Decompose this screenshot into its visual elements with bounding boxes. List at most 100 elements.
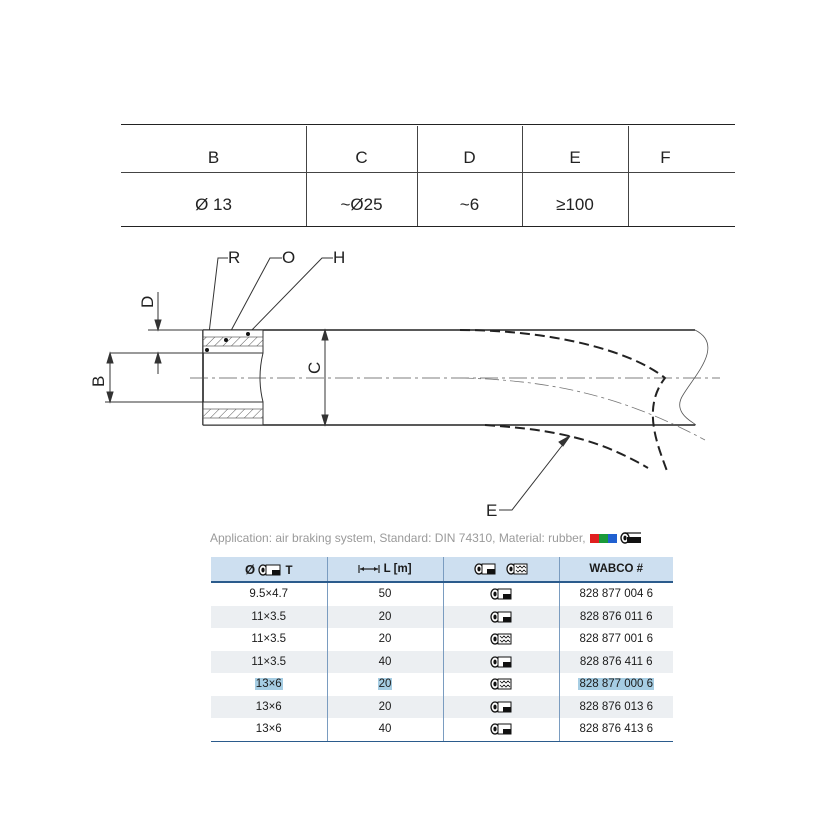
- table-bottom-rule: [121, 226, 735, 227]
- size-cell: 9.5×4.7: [211, 582, 327, 606]
- smooth-hose-icon: [490, 611, 512, 623]
- hose-wall-section: [202, 329, 264, 426]
- table-divider: [306, 126, 307, 226]
- value-b: Ø 13: [195, 195, 232, 214]
- length-cell: 50: [326, 582, 443, 606]
- table-top-rule: [121, 124, 735, 125]
- hose-outline: [202, 329, 695, 426]
- length-cell: 20: [326, 673, 443, 696]
- smooth-hose-icon: [490, 701, 512, 713]
- label-h: H: [333, 248, 345, 267]
- dimension-c: [321, 328, 329, 427]
- dimension-b: [105, 351, 203, 404]
- size-cell-text: 11×3.5: [251, 655, 287, 668]
- table-divider: [522, 126, 523, 226]
- value-e: ≥100: [556, 195, 594, 214]
- table-row: 11×3.5 20 828 876 011 6: [211, 605, 673, 628]
- dimension-d: [110, 292, 203, 374]
- wabco-cell: 828 877 000 6: [558, 673, 673, 696]
- column-header-diameter-label: T: [285, 564, 293, 577]
- length-cell: 20: [326, 605, 443, 628]
- label-o: O: [282, 248, 295, 267]
- length-cell-text: 40: [378, 723, 392, 736]
- table-divider: [417, 126, 418, 226]
- wabco-cell-text: 828 876 011 6: [579, 610, 653, 623]
- header-e: E: [569, 148, 581, 167]
- column-header-wabco: WABCO #: [558, 557, 673, 583]
- type-cell: [442, 673, 559, 696]
- length-cell-text: 20: [378, 700, 392, 713]
- size-cell-text: 11×3.5: [251, 633, 287, 646]
- size-cell: 13×6: [211, 673, 327, 696]
- type-cell: [442, 582, 559, 606]
- type-cell: [442, 628, 559, 651]
- length-arrow-icon: [358, 564, 381, 573]
- label-e: E: [486, 501, 497, 520]
- length-cell-text: 50: [378, 588, 392, 601]
- parts-table: Ø T L [m]: [211, 557, 673, 742]
- wabco-cell-text: 828 876 413 6: [579, 723, 654, 736]
- label-r: R: [228, 248, 240, 267]
- wabco-cell-text: 828 877 004 6: [579, 588, 654, 601]
- size-cell: 11×3.5: [211, 650, 327, 673]
- table-row: 9.5×4.7 50 828 877 004 6: [211, 582, 673, 606]
- smooth-hose-icon: [490, 723, 512, 735]
- column-header-length: L [m]: [326, 557, 443, 583]
- column-header-length-label: L [m]: [383, 563, 412, 575]
- braided-hose-icon: [490, 678, 512, 690]
- length-cell-text: 20: [378, 633, 392, 646]
- wabco-cell: 828 876 013 6: [558, 695, 673, 718]
- length-cell-text: 40: [378, 655, 392, 668]
- wabco-cell: 828 876 413 6: [558, 718, 673, 742]
- table-row: 11×3.5 40 828 876 411 6: [211, 650, 673, 673]
- size-cell-text: 13×6: [255, 723, 282, 736]
- type-cell: [442, 650, 559, 673]
- label-d: D: [138, 296, 157, 308]
- wabco-cell: 828 876 011 6: [558, 605, 673, 628]
- type-cell: [442, 695, 559, 718]
- diameter-hose-icon: [258, 564, 281, 577]
- parts-header-row: Ø T L [m]: [211, 557, 673, 583]
- hose-drawing: R O H D: [89, 248, 720, 520]
- column-header-diameter: Ø T: [211, 557, 327, 583]
- wabco-cell: 828 877 001 6: [558, 628, 673, 651]
- value-c: ~Ø25: [340, 195, 383, 214]
- table-row: 13×6 20 828 877 000 6: [211, 673, 673, 696]
- application-line: Application: air braking system, Standar…: [210, 531, 642, 545]
- header-b: B: [207, 148, 220, 167]
- smooth-hose-icon: [490, 588, 512, 600]
- size-cell: 13×6: [211, 718, 327, 742]
- size-cell-text: 11×3.5: [251, 610, 287, 623]
- column-header-type: [442, 557, 559, 583]
- table-row: 13×6 20 828 876 013 6: [211, 695, 673, 718]
- color-flag-icon: [589, 533, 617, 543]
- header-c: C: [355, 148, 368, 167]
- wabco-cell-text: 828 876 411 6: [579, 655, 653, 668]
- label-c: C: [305, 362, 324, 374]
- flag-green: [598, 533, 608, 543]
- header-f: F: [660, 148, 671, 167]
- flag-blue: [607, 533, 617, 543]
- type-cell: [442, 605, 559, 628]
- application-text: Application: air braking system, Standar…: [210, 531, 586, 545]
- size-cell-text: 13×6: [254, 678, 283, 691]
- braided-hose-icon: [490, 633, 512, 645]
- wabco-cell: 828 876 411 6: [558, 650, 673, 673]
- length-cell: 40: [326, 650, 443, 673]
- value-d: ~6: [459, 195, 480, 214]
- flag-red: [589, 533, 599, 543]
- leader-lines: [206, 257, 333, 351]
- size-cell-text: 13×6: [255, 700, 282, 713]
- wabco-cell-text: 828 876 013 6: [579, 700, 654, 713]
- table-row: 11×3.5 20 828 877 001 6: [211, 628, 673, 651]
- length-cell: 20: [326, 628, 443, 651]
- size-cell-text: 9.5×4.7: [249, 588, 289, 601]
- length-cell: 20: [326, 695, 443, 718]
- size-cell: 11×3.5: [211, 605, 327, 628]
- wabco-cell-text: 828 877 001 6: [579, 633, 654, 646]
- wabco-cell-text: 828 877 000 6: [578, 678, 655, 691]
- wabco-cell: 828 877 004 6: [558, 582, 673, 606]
- diameter-symbol-icon: Ø: [244, 561, 256, 577]
- braided-hose-icon: [506, 563, 528, 575]
- table-mid-rule: [121, 172, 735, 173]
